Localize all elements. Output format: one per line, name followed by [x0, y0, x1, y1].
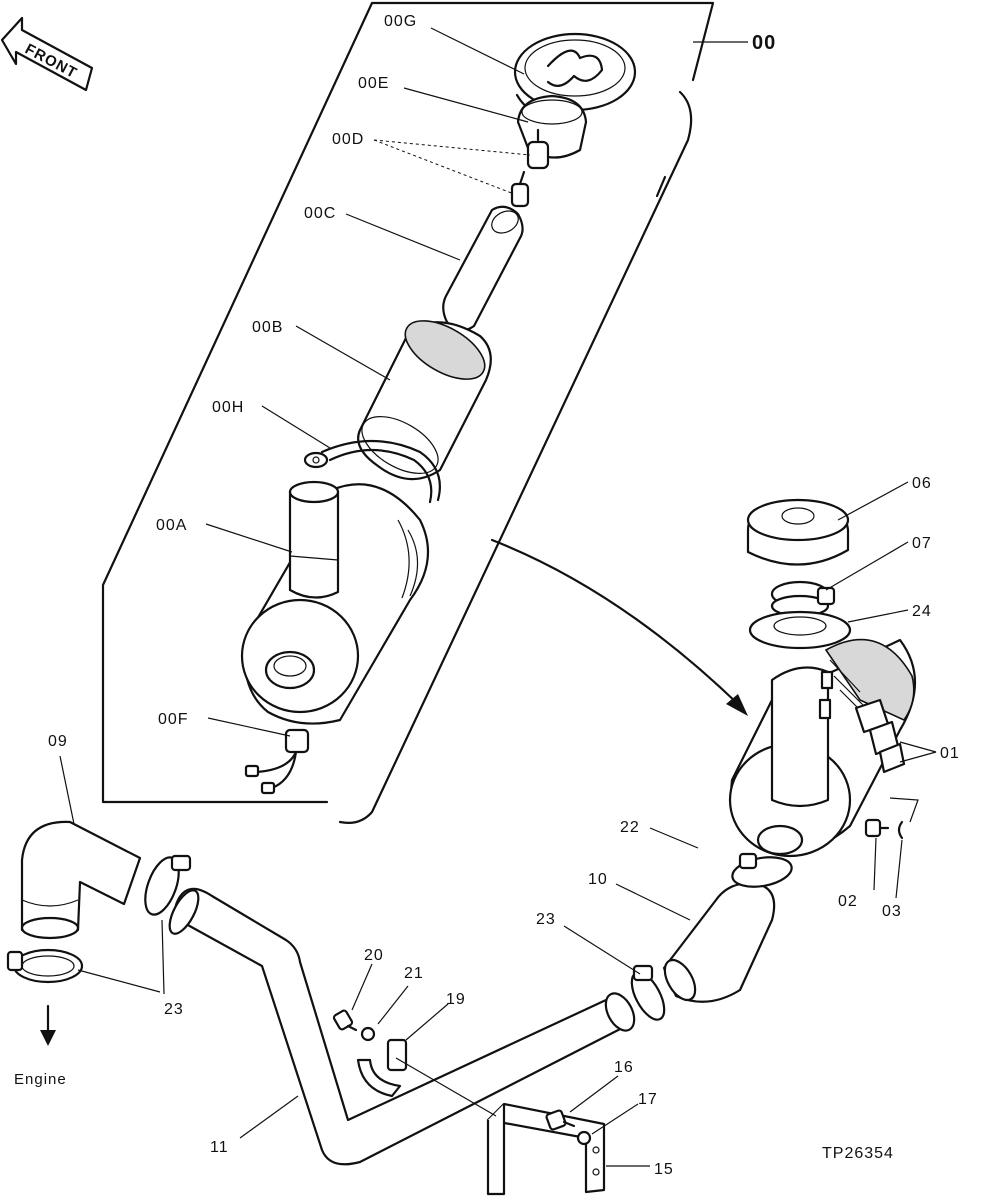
elbow-hose-09: [20, 820, 142, 940]
assembly-callout-00: 00: [752, 32, 776, 54]
callout-17: 17: [638, 1091, 658, 1108]
callout-00A: 00A: [156, 517, 187, 534]
figure-id: TP26354: [822, 1145, 894, 1162]
wing-nut-00D-upper: [526, 128, 550, 170]
detail-pointer-arrow: [490, 538, 748, 716]
panel-cut-mark: [655, 175, 667, 198]
restriction-indicator-00F: [244, 728, 310, 795]
hose-clamp-22: [731, 852, 793, 888]
callout-23-right: 23: [536, 911, 556, 928]
callout-02: 02: [838, 893, 858, 910]
elbow-hose-10: [662, 882, 776, 1003]
bracket-leader: [395, 1057, 497, 1117]
callout-00E: 00E: [358, 75, 389, 92]
secondary-element-00C: [442, 205, 524, 332]
callout-10: 10: [588, 871, 608, 888]
callout-23-left: 23: [164, 1001, 184, 1018]
washer-17: [576, 1130, 592, 1146]
hose-clamp-07: [770, 580, 836, 618]
precleaner-cap-06: [746, 498, 850, 566]
callout-19: 19: [446, 991, 466, 1008]
fastener-bracket-mark: [889, 797, 919, 823]
callout-00H: 00H: [212, 399, 244, 416]
installed-air-cleaner: [728, 638, 916, 858]
washer-03: [897, 820, 904, 840]
gasket-24: [748, 610, 852, 650]
callout-20: 20: [364, 947, 384, 964]
air-intake-tube-11: [168, 887, 636, 1166]
callout-00C: 00C: [304, 205, 336, 222]
callout-labels: 00 00G 00E 00D 00C 00B 00H 00A 00F 06 07…: [14, 13, 960, 1178]
primary-element-00B: [357, 320, 492, 481]
front-arrow-icon: FRONT: [0, 16, 94, 92]
engine-arrow-icon: [40, 1004, 56, 1046]
callout-00D: 00D: [332, 131, 364, 148]
callout-07: 07: [912, 535, 932, 552]
hose-clamp-23-right: [630, 964, 666, 1021]
callout-06: 06: [912, 475, 932, 492]
callout-11: 11: [210, 1139, 229, 1156]
wing-nut-00D-lower: [510, 170, 530, 208]
callout-21: 21: [404, 965, 424, 982]
cap-screw-16: [545, 1109, 576, 1131]
callout-00F: 00F: [158, 711, 189, 728]
hose-clamp-23-left-upper: [144, 854, 192, 916]
bolt-02: [864, 818, 890, 838]
clamp-band-00H: [303, 439, 441, 504]
leader-lines: [59, 27, 937, 1167]
callout-00B: 00B: [252, 319, 283, 336]
callout-15: 15: [654, 1161, 674, 1178]
engine-label: Engine: [14, 1071, 67, 1088]
callout-24: 24: [912, 603, 932, 620]
callout-01: 01: [940, 745, 960, 762]
callout-03: 03: [882, 903, 902, 920]
callout-00G: 00G: [384, 13, 417, 30]
tube-clamp-19: [356, 1038, 408, 1098]
callout-09: 09: [48, 733, 68, 750]
washer-21: [360, 1026, 376, 1042]
hose-clamp-23-left-lower: [6, 948, 84, 984]
callout-16: 16: [614, 1059, 634, 1076]
cap-screw-20: [332, 1009, 358, 1032]
exploded-view-panel: [101, 1, 748, 824]
callout-22: 22: [620, 819, 640, 836]
air-cleaner-body-00A: [240, 480, 430, 725]
